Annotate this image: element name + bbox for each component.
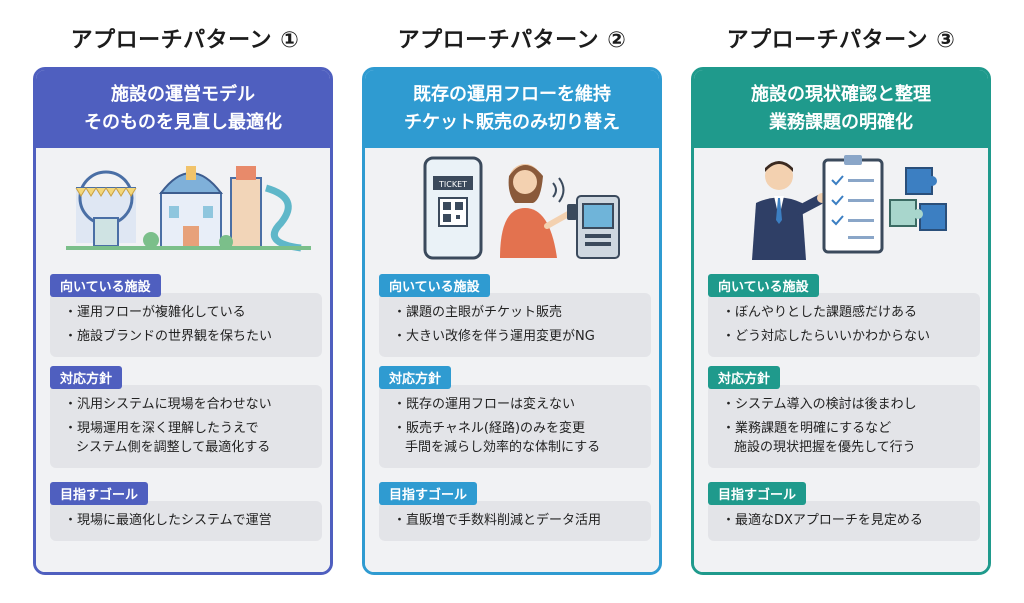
list-item-continued: システム側を調整して最適化する xyxy=(76,440,271,455)
list-item: ・ぼんやりとした課題感だけある xyxy=(722,305,918,320)
pattern-2-suitable-section: 向いている施設 ・課題の主眼がチケット販売 ・大きい改修を伴う運用変更がNG xyxy=(379,274,651,357)
pattern-1-heading-line1: 施設の運営モデル xyxy=(111,84,255,105)
pattern-1-policy-tag: 対応方針 xyxy=(50,366,123,389)
pattern-2-goal-tag: 目指すゴール xyxy=(379,482,478,505)
list-item: ・既存の運用フローは変えない xyxy=(393,397,576,412)
pattern-3-policy-section: 対応方針 ・システム導入の検討は後まわし ・業務課題を明確にするなど 施設の現状… xyxy=(708,366,980,468)
pattern-2-card: 既存の運用フローを維持 チケット販売のみ切り替え TICKET xyxy=(362,67,662,575)
amusement-park-icon xyxy=(66,166,311,252)
list-item: ・現場運用を深く理解したうえで xyxy=(64,421,259,436)
list-item: ・汎用システムに現場を合わせない xyxy=(64,397,272,412)
pattern-1-heading-line2: そのものを見直し最適化 xyxy=(84,112,282,133)
pattern-3-heading-line1: 施設の現状確認と整理 xyxy=(751,84,931,105)
pattern-2-heading-line2: チケット販売のみ切り替え xyxy=(404,112,620,133)
list-item: ・業務課題を明確にするなど xyxy=(722,421,892,436)
list-item-continued: 手間を減らし効率的な体制にする xyxy=(405,440,601,455)
list-item: ・施設ブランドの世界観を保ちたい xyxy=(64,329,273,344)
pattern-1-suitable-tag: 向いている施設 xyxy=(50,274,161,297)
pattern-3-goal-tag: 目指すゴール xyxy=(708,482,807,505)
pattern-3-heading: 施設の現状確認と整理 業務課題の明確化 xyxy=(694,70,988,148)
pattern-2-heading-line1: 既存の運用フローを維持 xyxy=(413,84,611,105)
pattern-2-policy-tag: 対応方針 xyxy=(379,366,452,389)
pattern-3-goal-section: 目指すゴール ・最適なDXアプローチを見定める xyxy=(708,482,980,541)
pattern-2-goal-section: 目指すゴール ・直販増で手数料削減とデータ活用 xyxy=(379,482,651,541)
pattern-1-title: アプローチパターン ① xyxy=(70,28,300,53)
list-item: ・どう対応したらいいかわからない xyxy=(722,329,931,344)
pattern-2-suitable-tag: 向いている施設 xyxy=(379,274,490,297)
pattern-1-goal-tag: 目指すゴール xyxy=(50,482,149,505)
pattern-2-heading: 既存の運用フローを維持 チケット販売のみ切り替え xyxy=(365,70,659,148)
pattern-2-policy-section: 対応方針 ・既存の運用フローは変えない ・販売チャネル(経路)のみを変更 手間を… xyxy=(379,366,651,468)
pattern-3-card: 施設の現状確認と整理 業務課題の明確化 向 xyxy=(691,67,991,575)
list-item: ・運用フローが複雑化している xyxy=(64,305,246,320)
pattern-1-heading: 施設の運営モデル そのものを見直し最適化 xyxy=(36,70,330,148)
list-item: ・現場に最適化したシステムで運営 xyxy=(64,513,272,528)
list-item: ・直販増で手数料削減とデータ活用 xyxy=(393,513,602,528)
list-item: ・課題の主眼がチケット販売 xyxy=(393,305,563,320)
list-item: ・システム導入の検討は後まわし xyxy=(722,397,917,412)
list-item-continued: 施設の現状把握を優先して行う xyxy=(734,440,916,455)
list-item: ・最適なDXアプローチを見定める xyxy=(722,513,923,528)
pattern-1-policy-section: 対応方針 ・汎用システムに現場を合わせない ・現場運用を深く理解したうえで シス… xyxy=(50,366,322,468)
pattern-1-suitable-section: 向いている施設 ・運用フローが複雑化している ・施設ブランドの世界観を保ちたい xyxy=(50,274,322,357)
pattern-2-title: アプローチパターン ② xyxy=(397,28,627,53)
pattern-1-goal-section: 目指すゴール ・現場に最適化したシステムで運営 xyxy=(50,482,322,541)
pattern-3-title: アプローチパターン ③ xyxy=(726,28,956,53)
pattern-3-heading-line2: 業務課題の明確化 xyxy=(769,112,913,133)
pattern-1-card: 施設の運営モデル そのものを見直し最適化 向いている施設 ・運用フロ xyxy=(33,67,333,575)
list-item: ・大きい改修を伴う運用変更がNG xyxy=(393,329,595,344)
ticket-label: TICKET xyxy=(438,180,467,189)
pattern-3-suitable-tag: 向いている施設 xyxy=(708,274,819,297)
list-item: ・販売チャネル(経路)のみを変更 xyxy=(393,421,586,436)
pattern-3-policy-tag: 対応方針 xyxy=(708,366,781,389)
businessman-checklist-icon xyxy=(752,155,947,260)
pattern-3-suitable-section: 向いている施設 ・ぼんやりとした課題感だけある ・どう対応したらいいかわからない xyxy=(708,274,980,357)
ticket-kiosk-icon: TICKET xyxy=(423,156,620,260)
